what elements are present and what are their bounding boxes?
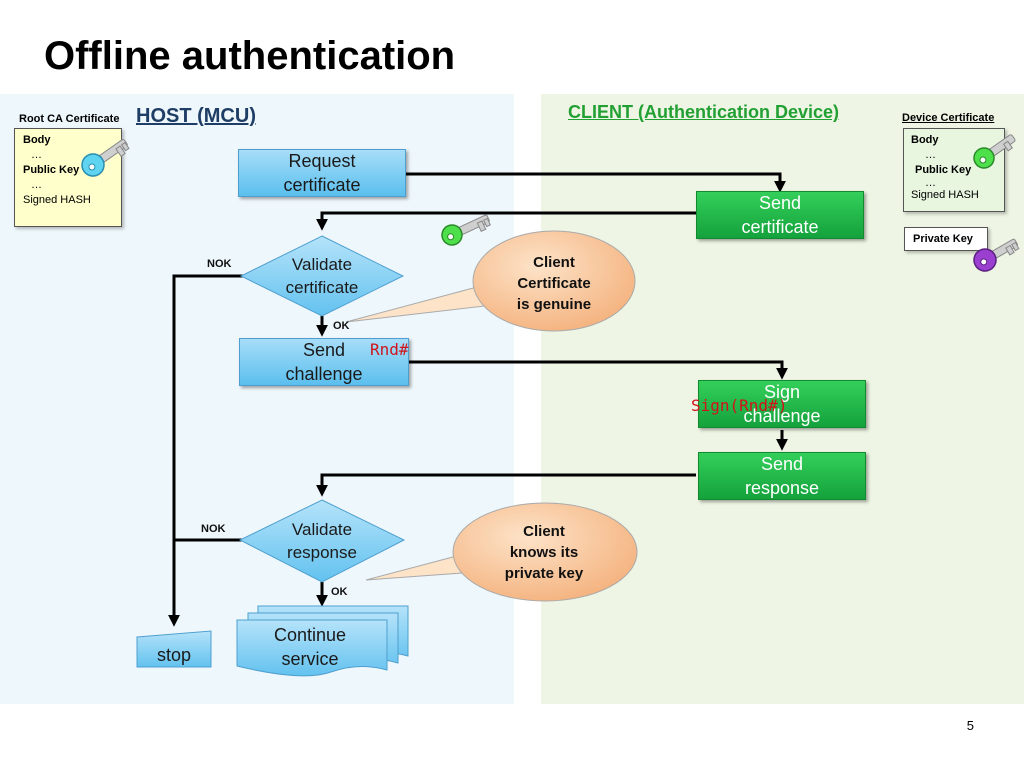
callout-genuine-text: Client Certificate is genuine [484, 252, 624, 315]
root-ca-certificate: Body … Public Key … Signed HASH [14, 128, 122, 227]
send-certificate-box[interactable]: Send certificate [696, 191, 864, 239]
sign-challenge-line-1: Sign [763, 382, 801, 402]
validate-response-diamond [238, 499, 406, 583]
send-certificate-line-1: Send [758, 193, 802, 213]
request-certificate-box[interactable]: Request certificate [238, 149, 406, 197]
key-icon-green-2 [973, 134, 1016, 169]
arrow-send-cert-to-validate [316, 211, 696, 231]
root-ca-public-key: Public Key [23, 164, 80, 176]
send-challenge-line-2: challenge [285, 364, 363, 384]
key-icon-green-1 [441, 214, 491, 246]
validate-certificate-label[interactable]: Validate certificate [262, 253, 382, 299]
arrow-challenge-to-sign [409, 360, 788, 380]
root-ca-dots-1: … [31, 149, 42, 161]
send-response-line-1: Send [760, 454, 804, 474]
arrow-response-to-validate [316, 473, 696, 497]
host-title: HOST (MCU) [136, 105, 256, 127]
callout-private-key [452, 502, 638, 602]
device-cert-label: Device Certificate [902, 112, 995, 124]
root-ca-label: Root CA Certificate [19, 113, 120, 125]
send-response-box[interactable]: Send response [698, 452, 866, 500]
callout-private-key-text: Client knows its private key [474, 521, 614, 584]
callout-genuine [472, 230, 636, 332]
client-title: CLIENT (Authentication Device) [568, 102, 840, 122]
root-ca-body: Body [23, 134, 51, 146]
ok-label-2: OK [331, 586, 348, 598]
device-cert-body: Body [911, 134, 939, 146]
device-certificate: Body … Public Key … Signed HASH [903, 128, 1005, 212]
nok-label-1: NOK [207, 258, 232, 270]
continue-service-line-2: service [281, 649, 339, 669]
private-key-box: Private Key [904, 227, 988, 251]
sign-rnd-code: Sign(Rnd#) [691, 396, 788, 415]
send-challenge-box[interactable]: Send challenge [239, 338, 409, 386]
validate-certificate-diamond [239, 235, 405, 317]
continue-service-shape [236, 605, 409, 677]
root-ca-signed-hash: Signed HASH [23, 194, 91, 206]
stop-label[interactable]: stop [156, 645, 192, 665]
request-certificate-line-2: certificate [283, 175, 361, 195]
stop-shape [136, 630, 212, 668]
device-cert-signed-hash: Signed HASH [911, 189, 979, 201]
validate-certificate-line-1: Validate [291, 255, 353, 274]
validate-certificate-line-2: certificate [285, 278, 359, 297]
validate-response-line-1: Validate [291, 520, 353, 539]
root-ca-dots-2: … [31, 179, 42, 191]
validate-response-line-2: response [287, 543, 357, 562]
key-icon-purple [973, 238, 1020, 272]
device-cert-public-key: Public Key [915, 164, 972, 176]
send-response-line-2: response [744, 478, 820, 498]
device-cert-dots-2: … [925, 177, 936, 189]
page-title: Offline authentication [44, 34, 456, 78]
arrow-request-to-send-cert [406, 172, 786, 193]
device-cert-dots-1: … [925, 149, 936, 161]
rnd-code: Rnd# [370, 340, 409, 359]
request-certificate-line-1: Request [288, 151, 356, 171]
ok-label-1: OK [333, 320, 350, 332]
nok-line [168, 274, 245, 627]
sign-challenge-box[interactable]: Sign challenge [698, 380, 866, 428]
nok-label-2: NOK [201, 523, 226, 535]
page-number: 5 [966, 718, 974, 733]
sign-challenge-line-2: challenge [743, 406, 821, 426]
callout-genuine-line-3: is genuine [516, 296, 592, 313]
send-certificate-line-2: certificate [741, 217, 819, 237]
validate-response-label[interactable]: Validate response [262, 518, 382, 564]
send-challenge-line-1: Send [302, 340, 346, 360]
continue-service-label[interactable]: Continue service [250, 623, 370, 671]
private-key-label: Private Key [913, 233, 973, 245]
callout-private-key-line-1: Client [523, 523, 565, 540]
continue-service-line-1: Continue [273, 625, 347, 645]
callout-genuine-line-2: Certificate [517, 275, 591, 292]
callout-private-key-line-2: knows its [509, 544, 579, 561]
callout-private-key-line-3: private key [504, 565, 584, 582]
callout-genuine-line-1: Client [533, 254, 575, 271]
key-icon-blue [81, 139, 130, 177]
